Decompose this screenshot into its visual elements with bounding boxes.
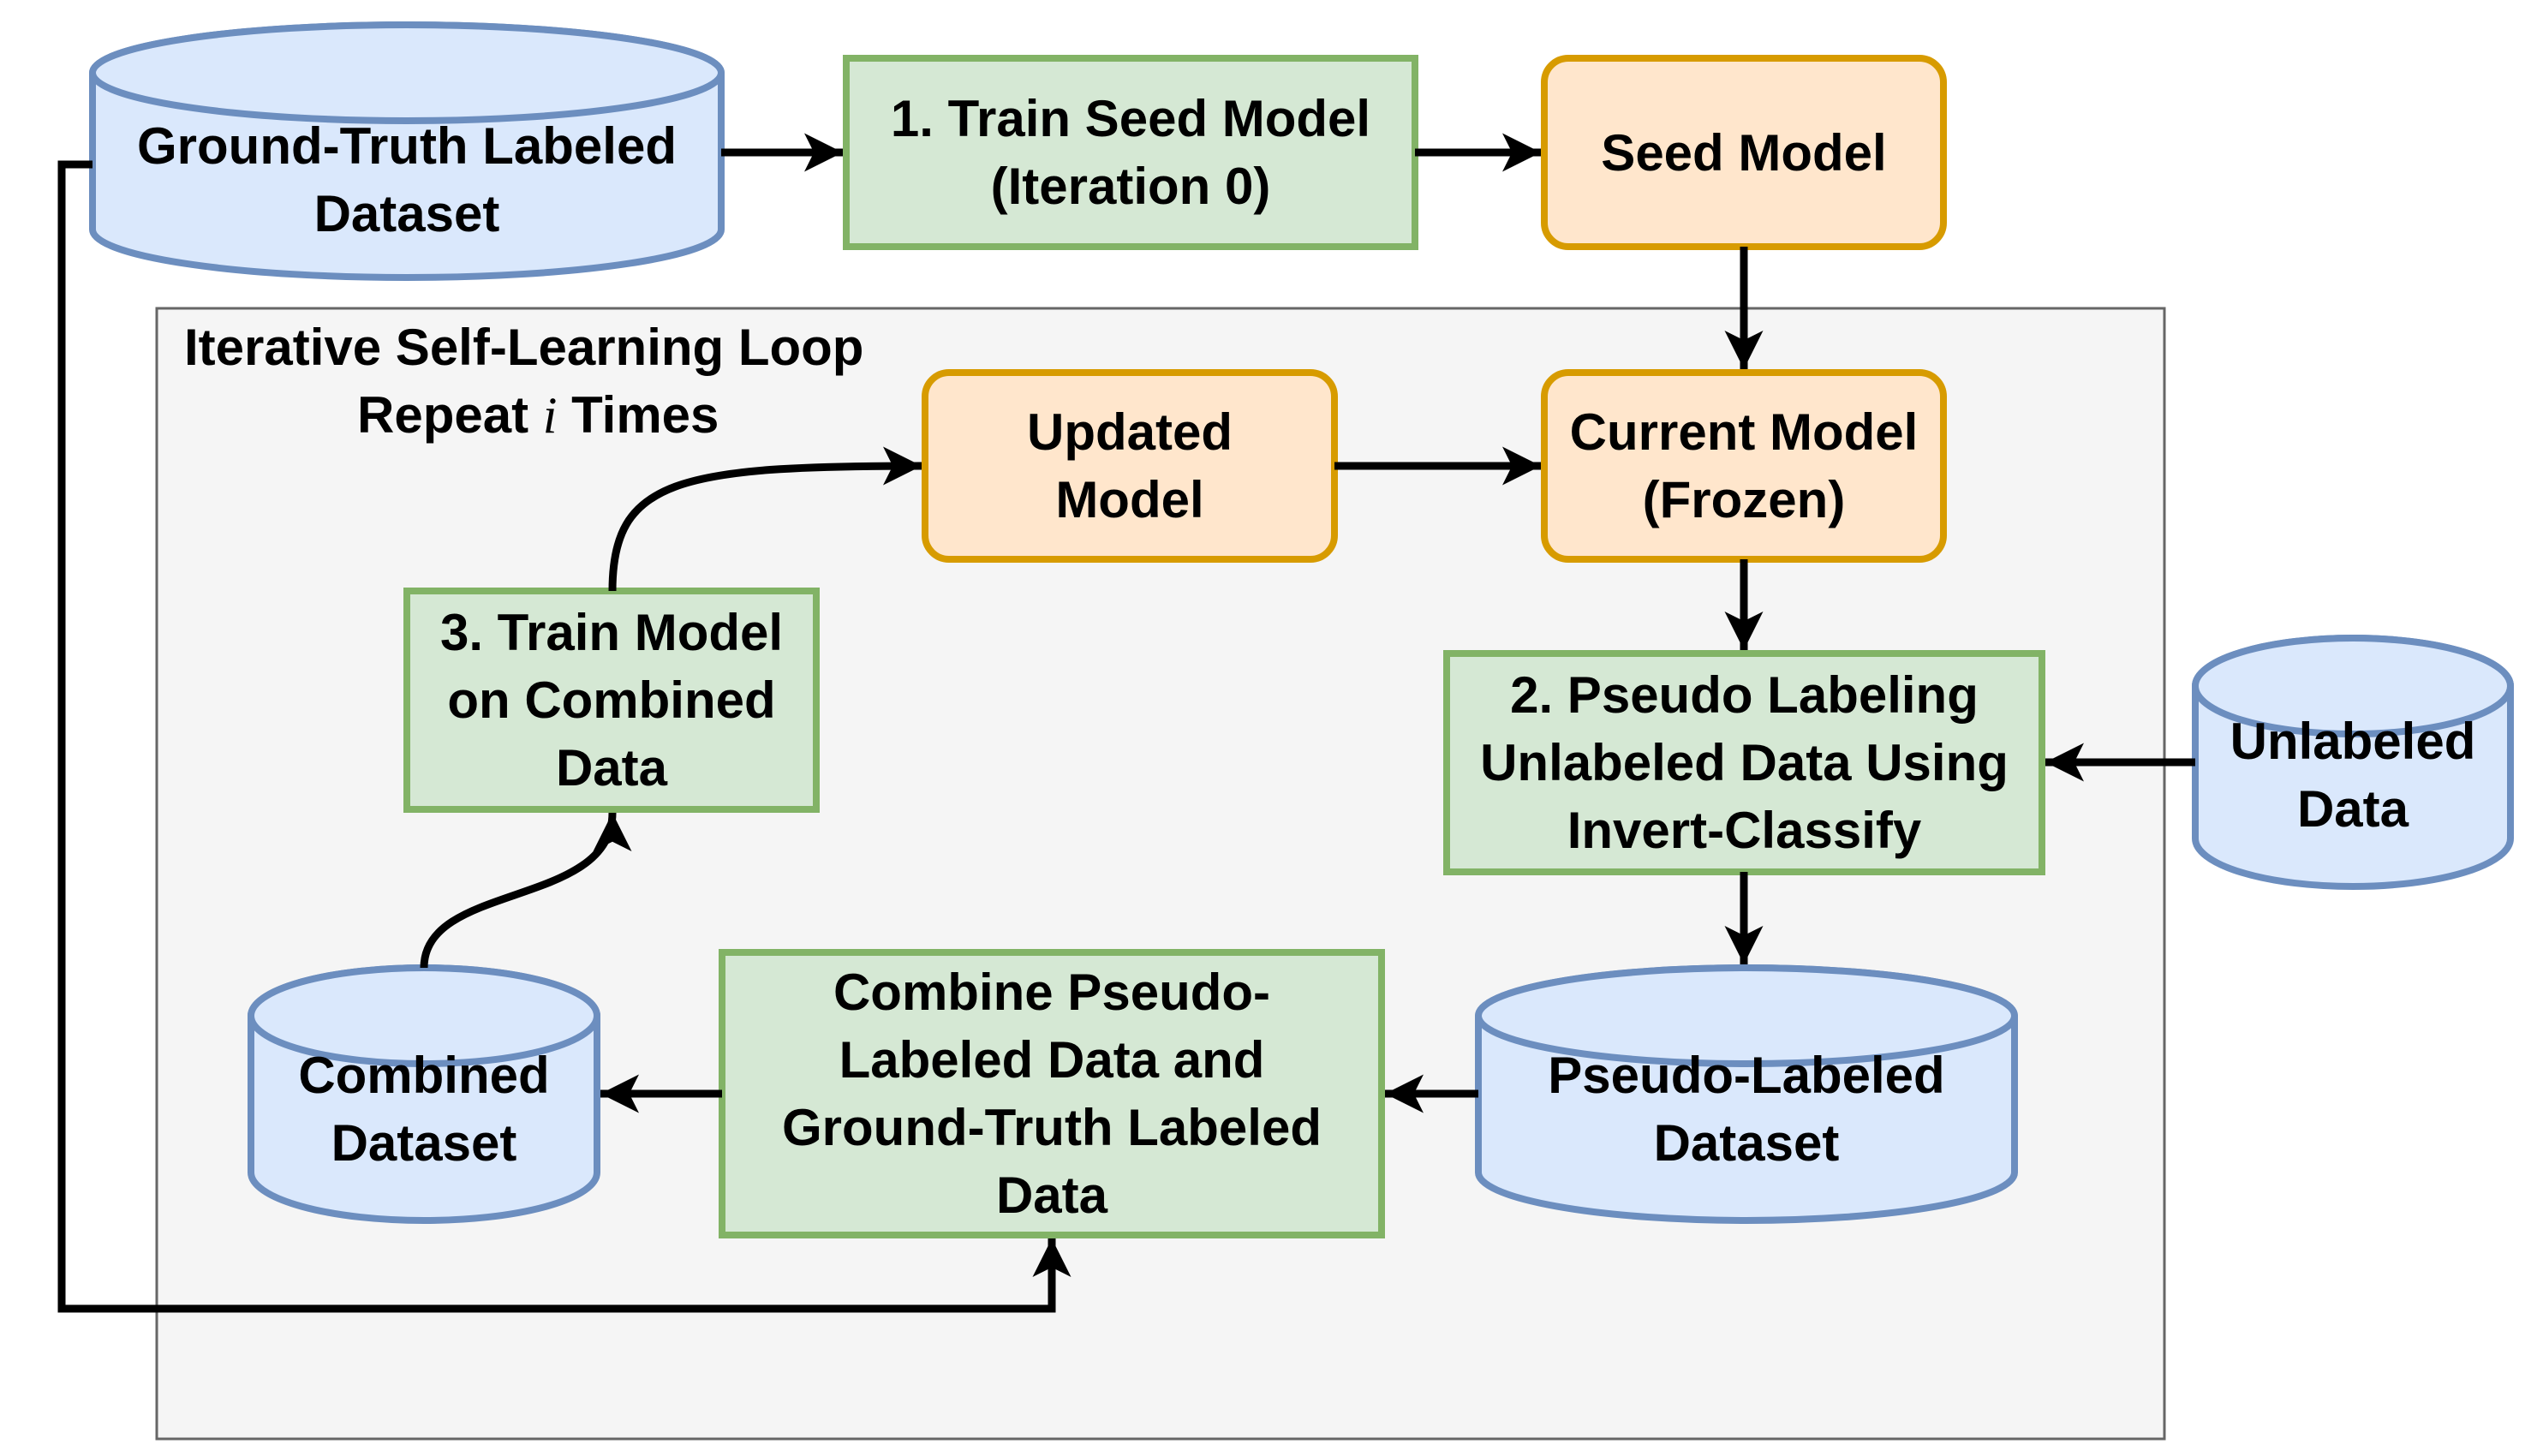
loop-title-line1: Iterative Self-Learning Loop	[184, 319, 864, 376]
arrow-gt-to-combine	[57, 160, 1072, 1313]
ground-truth-dataset-cylinder	[89, 21, 725, 281]
pseudo-labeled-dataset-cylinder	[1475, 964, 2018, 1224]
loop-title-line2: Repeat i Times	[184, 381, 955, 450]
combine-label: Combine Pseudo- Labeled Data and Ground-…	[782, 964, 1322, 1224]
current-model-label: Current Model (Frozen)	[1569, 403, 1919, 528]
train-seed-label: 1. Train Seed Model (Iteration 0)	[890, 90, 1371, 215]
loop-title: Iterative Self-Learning Loop Repeat i Ti…	[184, 313, 955, 450]
arrow-combined-dataset-to-train	[420, 812, 632, 969]
loop-repeat-text: Repeat	[357, 386, 529, 444]
arrow-train-to-updated	[608, 446, 922, 592]
loop-times-text: Times	[571, 386, 719, 444]
unlabeled-data-cylinder	[2192, 635, 2514, 890]
combined-dataset-cylinder	[248, 964, 600, 1224]
train-combined-label: 3. Train Model on Combined Data	[439, 604, 784, 797]
combined-dataset-label: Combined Dataset	[298, 1047, 550, 1172]
train-combined-box	[403, 588, 820, 813]
connectors	[57, 133, 2195, 1313]
unlabeled-data-label: Unlabeled Data	[2230, 713, 2476, 838]
loop-variable: i	[542, 387, 558, 444]
updated-model-label: Updated Model	[1027, 403, 1233, 528]
pseudo-labeling-box	[1443, 650, 2045, 875]
combine-box	[719, 949, 1385, 1238]
seed-model-label: Seed Model	[1601, 123, 1887, 182]
pseudo-labeled-dataset-label: Pseudo-Labeled Dataset	[1548, 1047, 1945, 1172]
cylinder-top	[1475, 964, 2018, 1067]
cylinder-top	[2192, 635, 2514, 737]
cylinder-top	[89, 21, 725, 124]
pseudo-labeling-label: 2. Pseudo Labeling Unlabeled Data Using …	[1480, 666, 2009, 859]
ground-truth-label: Ground-Truth Labeled Dataset	[137, 117, 677, 242]
